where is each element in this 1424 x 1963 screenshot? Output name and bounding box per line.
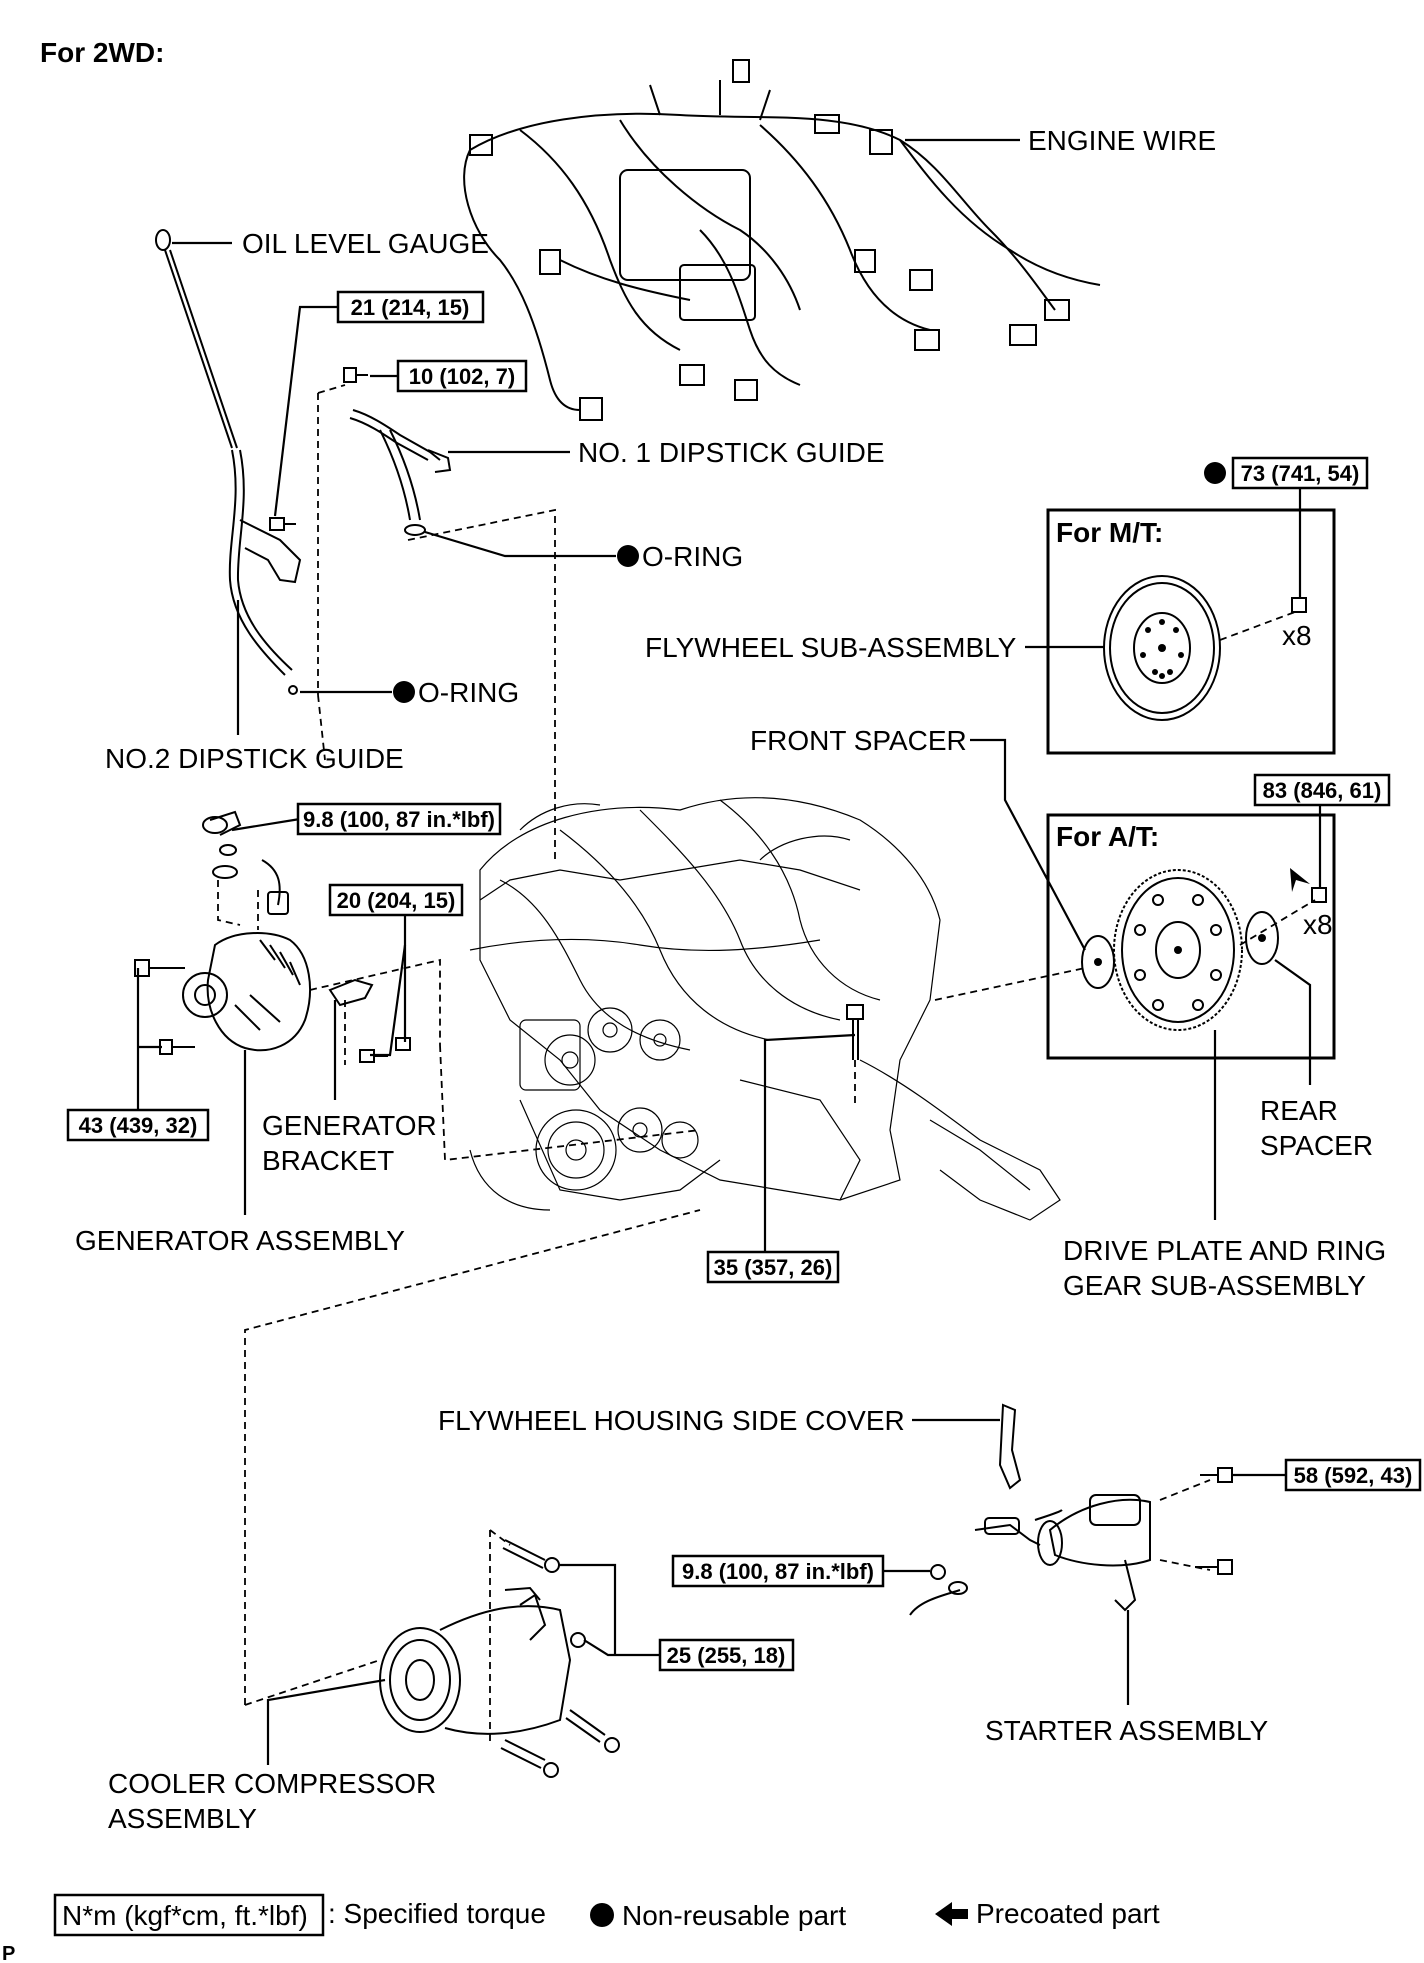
label-generator-bracket-1: GENERATOR [262, 1110, 437, 1141]
torque-box-10 [396, 359, 528, 393]
torque-43: 43 (439, 32) [79, 1113, 198, 1138]
label-for-at: For A/T: [1056, 821, 1159, 852]
label-oil-level-gauge: OIL LEVEL GAUGE [242, 228, 489, 259]
for-at-frame [1046, 813, 1336, 1060]
label-x8-at: x8 [1303, 909, 1333, 940]
legend-nonreusable-text: Non-reusable part [622, 1900, 846, 1931]
torque-20: 20 (204, 15) [337, 888, 456, 913]
torque-box-43 [66, 1108, 210, 1142]
label-drive-plate-1: DRIVE PLATE AND RING [1063, 1235, 1386, 1266]
torque-box-83 [1253, 773, 1391, 807]
torque-58: 58 (592, 43) [1294, 1463, 1413, 1488]
torque-98-starter: 9.8 (100, 87 in.*lbf) [682, 1559, 874, 1584]
starter-wires [909, 1509, 1063, 1616]
nonreusable-mark-oring-upper [617, 545, 639, 567]
label-o-ring-upper: O-RING [642, 541, 743, 572]
torque-25: 25 (255, 18) [667, 1643, 786, 1668]
legend-torque-box [53, 1893, 325, 1937]
label-flywheel-sub-assembly: FLYWHEEL SUB-ASSEMBLY [645, 632, 1017, 663]
corner-mark: P [2, 1943, 15, 1963]
label-no2-dipstick-guide: NO.2 DIPSTICK GUIDE [105, 743, 404, 774]
flywheel-part [1103, 575, 1221, 721]
cooler-compressor-part [379, 1539, 620, 1778]
label-rear-spacer-2: SPACER [1260, 1130, 1373, 1161]
bolt-21 [269, 517, 296, 531]
legend-precoated-icon [935, 1902, 968, 1926]
label-x8-mt: x8 [1282, 620, 1312, 651]
torque-box-35 [706, 1250, 840, 1284]
page-title: For 2WD: [40, 37, 164, 68]
torque-box-58 [1284, 1458, 1422, 1492]
starter-assembly-part [1037, 1467, 1233, 1612]
rear-spacer-part [1245, 911, 1279, 965]
flywheel-bolt [1291, 597, 1307, 613]
label-flywheel-housing-side-cover: FLYWHEEL HOUSING SIDE COVER [438, 1405, 905, 1436]
nonreusable-mark-oring-lower [393, 681, 415, 703]
torque-box-73 [1231, 456, 1369, 490]
torque-35: 35 (357, 26) [714, 1255, 833, 1280]
drive-plate-part [1113, 869, 1243, 1031]
for-mt-frame [1046, 508, 1336, 755]
no2-dipstick-guide-part [228, 449, 302, 695]
nonreusable-mark-73 [1204, 462, 1226, 484]
torque-83: 83 (846, 61) [1263, 778, 1382, 803]
label-starter-assembly: STARTER ASSEMBLY [985, 1715, 1269, 1746]
legend-torque-box-text: N*m (kgf*cm, ft.*lbf) [62, 1900, 308, 1931]
label-generator-bracket-2: BRACKET [262, 1145, 394, 1176]
torque-10: 10 (102, 7) [409, 364, 515, 389]
precoated-arrow-83 [1290, 868, 1310, 892]
label-engine-wire: ENGINE WIRE [1028, 125, 1216, 156]
legend-torque-text: : Specified torque [328, 1898, 546, 1929]
label-front-spacer: FRONT SPACER [750, 725, 967, 756]
label-drive-plate-2: GEAR SUB-ASSEMBLY [1063, 1270, 1366, 1301]
oil-level-gauge-part [155, 229, 238, 449]
label-rear-spacer-1: REAR [1260, 1095, 1338, 1126]
label-o-ring-lower: O-RING [418, 677, 519, 708]
legend-nonreusable-icon [590, 1903, 614, 1927]
torque-73: 73 (741, 54) [1241, 461, 1360, 486]
label-cooler-compressor-2: ASSEMBLY [108, 1803, 257, 1834]
torque-box-25 [658, 1638, 795, 1672]
legend-precoated-text: Precoated part [976, 1898, 1160, 1929]
front-spacer-part [1081, 935, 1115, 989]
flywheel-housing-side-cover-part [998, 1403, 1022, 1490]
engine-wire-harness [463, 59, 1101, 421]
bolt-35 [846, 1004, 864, 1060]
label-generator-assembly: GENERATOR ASSEMBLY [75, 1225, 405, 1256]
torque-box-20 [328, 883, 464, 917]
generator-assembly-part [134, 932, 311, 1055]
engine-block [469, 797, 1061, 1221]
torque-box-98-starter [671, 1554, 885, 1588]
generator-upper-parts [202, 810, 289, 915]
no1-dipstick-guide-part [343, 367, 452, 536]
torque-98-gen: 9.8 (100, 87 in.*lbf) [303, 807, 495, 832]
label-no1-dipstick-guide: NO. 1 DIPSTICK GUIDE [578, 437, 885, 468]
label-for-mt: For M/T: [1056, 517, 1163, 548]
torque-box-98-gen [296, 802, 502, 836]
torque-21: 21 (214, 15) [351, 295, 470, 320]
label-cooler-compressor-1: COOLER COMPRESSOR [108, 1768, 436, 1799]
torque-box-21 [336, 290, 485, 324]
